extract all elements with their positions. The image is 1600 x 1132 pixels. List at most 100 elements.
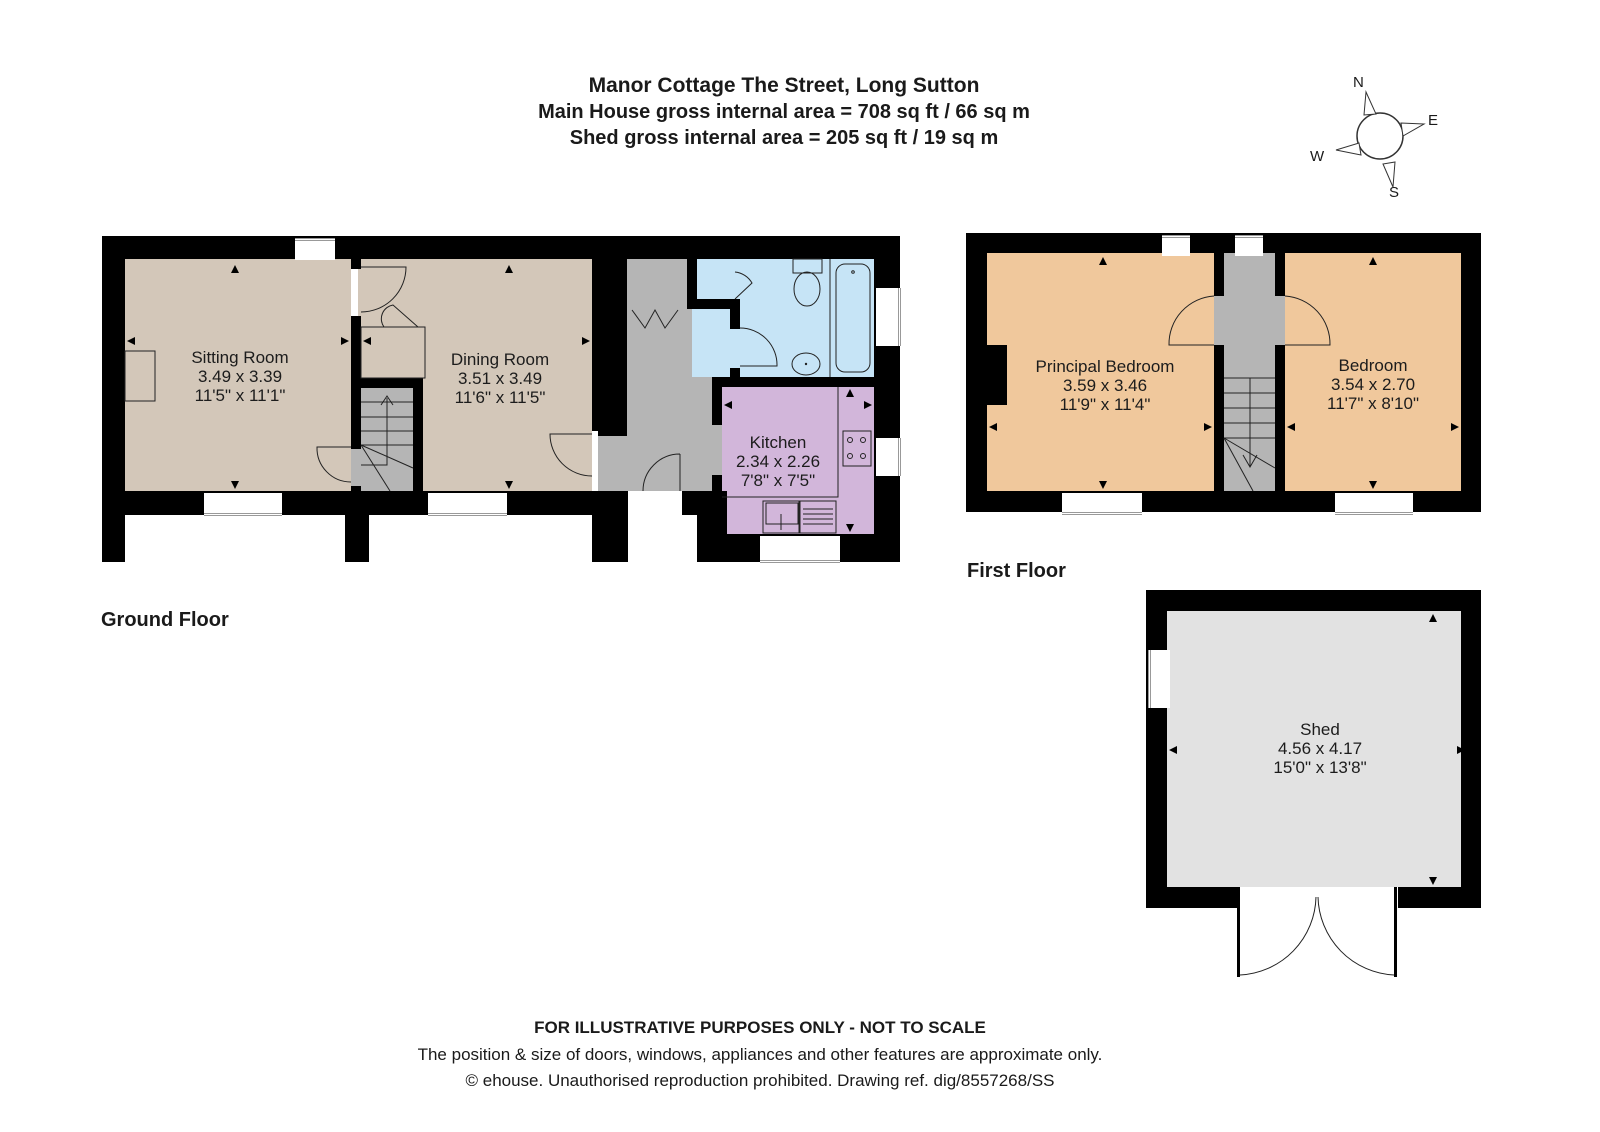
ground-floor-fixtures [124,258,872,534]
disclaimer-text: FOR ILLUSTRATIVE PURPOSES ONLY - NOT TO … [534,1018,986,1037]
approximation-note-text: The position & size of doors, windows, a… [417,1045,1103,1064]
ground-floor-plan: Sitting Room 3.49 x 3.39 11'5" x 11'1" D… [0,0,901,620]
wall [351,486,361,492]
room-name: Sitting Room [191,348,289,367]
wall [351,259,361,269]
window [1162,235,1190,256]
hall-floor-entry [598,430,733,491]
room-imperial: 11'9" x 11'4" [1059,395,1151,414]
shed-plan: Shed 4.56 x 4.17 15'0" x 13'8" [1146,590,1481,977]
wall [687,299,737,309]
room-metric: 2.34 x 2.26 [735,452,821,471]
window [1235,235,1263,256]
wall [1394,887,1397,977]
room-name: Shed [1300,720,1340,739]
room-metric: 3.54 x 2.70 [1330,375,1416,394]
window [204,493,282,516]
wall [413,378,423,492]
wall [730,299,740,329]
room-imperial: 11'7" x 8'10" [1327,394,1419,413]
room-metric: 3.59 x 3.46 [1062,376,1148,395]
room-name: Principal Bedroom [1035,357,1175,376]
room-kitchen: Kitchen 2.34 x 2.26 7'8" x 7'5" [722,433,834,490]
stair-closet-floor [351,448,363,491]
property-title: Manor Cottage The Street, Long Sutton [0,74,1600,98]
hall-floor [627,259,687,309]
window [876,288,901,346]
room-sitting-room: Sitting Room 3.49 x 3.39 11'5" x 11'1" [160,348,320,405]
room-metric: 3.51 x 3.49 [457,369,543,388]
wall [1275,253,1285,296]
wall [598,259,627,436]
sitting-room-floor [125,259,351,491]
shed-fixtures [1169,614,1465,976]
window [295,238,335,260]
room-metric: 4.56 x 4.17 [1277,739,1363,758]
window [1335,493,1413,515]
wall [1461,590,1481,908]
room-bedroom: Bedroom 3.54 x 2.70 11'7" x 8'10" [1303,356,1443,413]
room-imperial: 11'6" x 11'5" [454,388,546,407]
copyright: © ehouse. Unauthorised reproduction proh… [0,1071,1600,1091]
room-name: Bedroom [1338,356,1408,375]
wall [1146,887,1238,908]
room-name: Kitchen [749,433,807,452]
room-imperial: 15'0" x 13'8" [1273,758,1367,777]
wall [687,259,697,309]
window [1148,650,1170,708]
wall [1275,345,1285,491]
wall [1461,233,1481,512]
window [1062,493,1142,515]
wall [966,233,1481,253]
wall [1146,590,1481,611]
wall [966,233,987,512]
landing-doorway [1214,296,1285,345]
wall [1237,887,1240,977]
room-imperial: 11'5" x 11'1" [194,386,286,405]
wall [712,475,722,515]
property-title-text: Manor Cottage The Street, Long Sutton [588,74,980,97]
shed-floor [1167,611,1467,887]
compass-east: E [1428,112,1439,129]
wall [361,378,423,388]
bathroom-floor [692,259,874,377]
room-dining-room: Dining Room 3.51 x 3.49 11'6" x 11'5" [420,350,580,407]
wall [345,515,369,562]
approximation-note: The position & size of doors, windows, a… [0,1045,1600,1065]
room-shed: Shed 4.56 x 4.17 15'0" x 13'8" [1240,720,1400,777]
copyright-text: © ehouse. Unauthorised reproduction proh… [465,1071,1055,1090]
wall [712,377,874,387]
compass-rose: N E S W [1300,70,1460,210]
wall [1398,887,1481,908]
compass-west: W [1310,148,1325,165]
shed-area-text: Shed gross internal area = 205 sq ft / 1… [569,127,999,149]
wall [1214,345,1224,491]
first-floor-label: First Floor [967,560,1066,582]
main-house-area-text: Main House gross internal area = 708 sq … [538,101,1030,123]
wall [351,316,361,449]
ground-floor-label: Ground Floor [101,609,229,631]
first-floor-plan: Principal Bedroom 3.59 x 3.46 11'9" x 11… [0,0,1600,560]
disclaimer: FOR ILLUSTRATIVE PURPOSES ONLY - NOT TO … [0,1018,1600,1038]
compass-north: N [1353,74,1364,91]
wall [102,236,125,562]
room-metric: 3.49 x 3.39 [197,367,283,386]
wall [987,345,1007,405]
main-house-area: Main House gross internal area = 708 sq … [0,101,1600,124]
wall [712,377,722,425]
room-imperial: 7'8" x 7'5" [740,471,816,490]
wall [592,491,628,562]
window [876,438,901,476]
compass-icon [1335,90,1426,188]
bedroom-floor [1285,253,1461,491]
wall [102,491,592,515]
principal-bedroom-floor [987,253,1220,491]
window [428,493,507,516]
room-name: Dining Room [450,350,550,369]
compass-south: S [1389,184,1400,201]
first-floor-fixtures [989,257,1459,492]
wall [1214,253,1224,296]
shed-area: Shed gross internal area = 205 sq ft / 1… [0,127,1600,150]
window [760,536,840,563]
room-principal-bedroom: Principal Bedroom 3.59 x 3.46 11'9" x 11… [1010,357,1200,414]
